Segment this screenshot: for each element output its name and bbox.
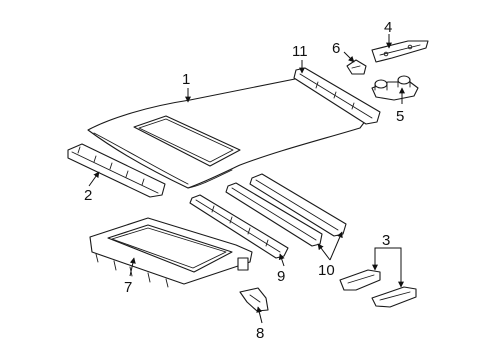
clip-part-6 xyxy=(346,59,367,75)
front-header-rail xyxy=(67,143,166,198)
callout-9: 9 xyxy=(277,268,285,285)
bracket-part-4 xyxy=(371,40,429,63)
callout-7: 7 xyxy=(124,279,132,296)
mount-part-5 xyxy=(371,75,419,101)
bracket-part-8 xyxy=(239,287,269,312)
roof-panel xyxy=(87,77,373,189)
leader-lines xyxy=(88,34,405,324)
brackets-part-3 xyxy=(339,269,417,308)
callout-8: 8 xyxy=(256,325,264,342)
callout-labels: 1 2 3 4 5 6 7 8 9 10 11 xyxy=(84,19,404,342)
sunroof-housing xyxy=(89,217,253,288)
callout-5: 5 xyxy=(396,108,404,125)
callout-4: 4 xyxy=(384,19,392,36)
callout-10: 10 xyxy=(318,262,335,279)
rear-roof-rail xyxy=(293,67,381,125)
callout-2: 2 xyxy=(84,187,92,204)
callout-11: 11 xyxy=(292,43,308,60)
callout-6: 6 xyxy=(332,40,340,57)
callout-3: 3 xyxy=(382,232,390,249)
callout-1: 1 xyxy=(182,71,190,88)
